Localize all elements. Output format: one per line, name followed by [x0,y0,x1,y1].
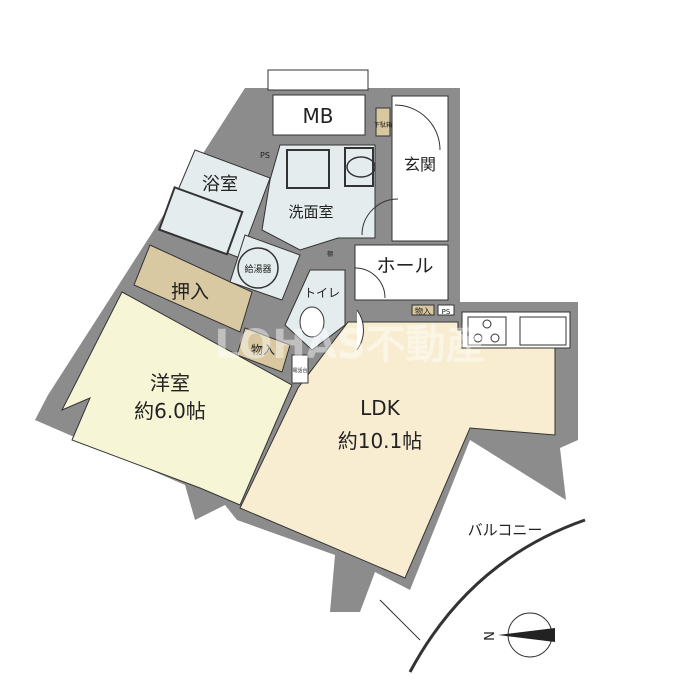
burner [482,319,492,329]
sink-basin [346,156,376,178]
ldk-label: LDK [360,396,401,420]
door-swing [354,267,386,299]
washroom-label: 洗面室 [288,203,333,221]
western-room-label: 洋室 [150,371,190,395]
toilet-bowl [299,306,325,338]
genkan-label: 玄関 [404,155,436,174]
phone-stand-label: 電話台 [292,367,307,374]
door-swing [361,198,399,236]
phone-stand [291,354,309,384]
door-swing [356,309,364,351]
window-top [267,69,369,91]
mb-closet [272,94,366,136]
hall-storage-label: 物入 [415,306,431,316]
ldk-size: 約10.1帖 [338,429,423,453]
balcony-railing [408,518,586,673]
bathtub [157,186,244,256]
watermark: LOHAS不動産 [214,322,485,368]
western-room-size: 約6.0帖 [134,399,206,423]
water-heater-label: 給湯器 [244,263,271,275]
burner [473,333,483,343]
western-room [60,291,293,506]
storage-closet [236,327,291,373]
shelf-label: 棚 [327,250,333,258]
balcony-edge [379,599,421,641]
toilet-label: トイレ [304,286,340,300]
mb-label: MB [303,104,334,128]
north-label: N [483,631,498,641]
vanity [344,147,374,187]
hall-storage [411,304,435,316]
bath-label: 浴室 [202,174,238,195]
ps-shaft [437,304,455,316]
ps2-label: PS [442,308,451,316]
ps-label: PS [260,151,270,160]
storage-label: 物入 [251,343,275,357]
shoe-cabinet [375,107,391,137]
entrance [391,95,449,242]
hall-label: ホール [376,255,433,277]
oshiire-closet [133,244,253,333]
balcony-label: バルコニー [468,521,543,539]
north-compass [498,612,555,658]
ldk-room [239,321,556,579]
kitchen-sink [519,316,567,346]
geta-label: 下駄箱 [374,121,392,129]
water-heater [237,247,279,289]
burner [490,333,500,343]
washing-pan [286,149,330,189]
oshiire-label: 押入 [171,281,209,303]
door-swing [394,104,441,151]
